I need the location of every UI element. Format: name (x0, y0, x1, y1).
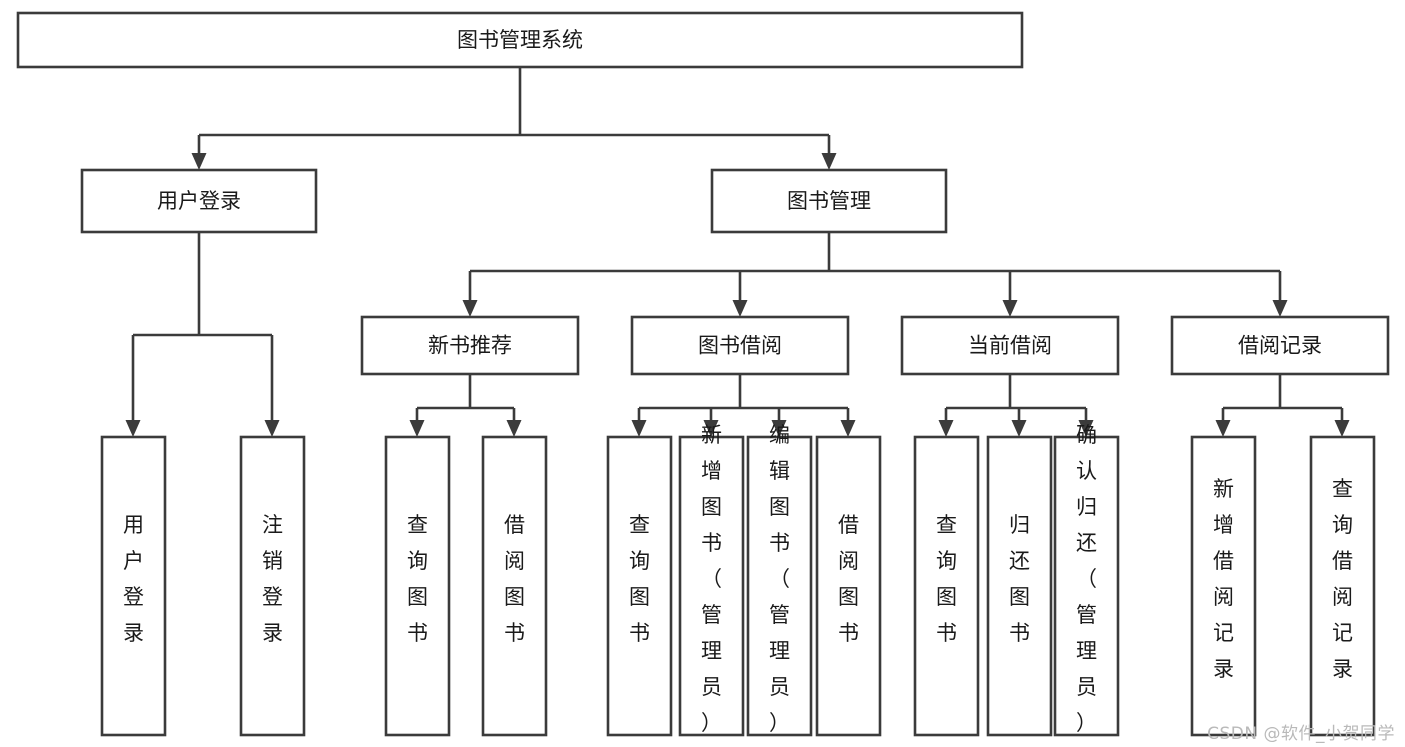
arrow-head-icon (462, 300, 478, 317)
arrow-head-icon (938, 420, 954, 437)
node-book-borrow[interactable]: 图书借阅 (630, 315, 850, 376)
node-leaf-confirm-return-box (1053, 435, 1120, 737)
arrow-head-icon (1002, 300, 1018, 317)
arrow-head-icon (732, 300, 748, 317)
node-root-root[interactable]: 图书管理系统 (16, 11, 1024, 69)
node-leaf-query-book-2-label: 查询图书 (629, 513, 650, 645)
node-root-root-box (16, 11, 1024, 69)
connector-current-to-leaves (938, 374, 1094, 437)
node-book-management-box (710, 168, 948, 234)
node-leaf-query-borrow-record-box (1309, 435, 1376, 737)
node-leaf-return-book-box (986, 435, 1053, 737)
node-leaf-edit-book-label: 编辑图书（管理员） (769, 423, 790, 735)
node-leaf-query-book-1-box (384, 435, 451, 737)
node-leaf-query-book-3-label: 查询图书 (936, 513, 957, 645)
node-leaf-user-logout[interactable]: 注销登录 (239, 435, 306, 737)
node-current-borrow-label: 当前借阅 (968, 334, 1052, 358)
node-leaf-query-book-1[interactable]: 查询图书 (384, 435, 451, 737)
node-leaf-user-login[interactable]: 用户登录 (100, 435, 167, 737)
node-leaf-query-book-2-box (606, 435, 673, 737)
node-root-root-label: 图书管理系统 (457, 28, 583, 52)
node-leaf-borrow-book-1[interactable]: 借阅图书 (481, 435, 548, 737)
node-leaf-borrow-book-1-label: 借阅图书 (504, 513, 525, 645)
arrow-head-icon (1078, 420, 1094, 437)
node-leaf-add-borrow-record[interactable]: 新增借阅记录 (1190, 435, 1257, 737)
node-leaf-edit-book[interactable]: 编辑图书（管理员） (746, 423, 813, 737)
node-new-book-recommend-box (360, 315, 580, 376)
node-leaf-add-borrow-record-box (1190, 435, 1257, 737)
node-leaf-query-borrow-record-label: 查询借阅记录 (1332, 477, 1353, 681)
node-leaf-borrow-book-1-box (481, 435, 548, 737)
node-leaf-add-book-box (678, 435, 745, 737)
connectors-layer (125, 67, 1350, 437)
node-leaf-add-book-label: 新增图书（管理员） (701, 423, 722, 735)
node-book-borrow-label: 图书借阅 (698, 334, 782, 358)
node-user-login-label: 用户登录 (157, 189, 241, 213)
node-leaf-add-book[interactable]: 新增图书（管理员） (678, 423, 745, 737)
connector-userlogin-to-leaves (125, 232, 280, 437)
connector-recommend-to-leaves (409, 374, 522, 437)
watermark-text: CSDN @软件_小贺同学 (1207, 724, 1395, 744)
node-leaf-confirm-return[interactable]: 确认归还（管理员） (1053, 423, 1120, 737)
connector-root-to-level2 (191, 67, 837, 170)
node-user-login-box (80, 168, 318, 234)
node-leaf-return-book[interactable]: 归还图书 (986, 435, 1053, 737)
arrow-head-icon (771, 420, 787, 437)
node-user-login[interactable]: 用户登录 (80, 168, 318, 234)
node-leaf-query-book-2[interactable]: 查询图书 (606, 435, 673, 737)
node-leaf-borrow-book-2[interactable]: 借阅图书 (815, 435, 882, 737)
node-book-borrow-box (630, 315, 850, 376)
arrow-head-icon (631, 420, 647, 437)
arrow-head-icon (1011, 420, 1027, 437)
arrow-head-icon (1272, 300, 1288, 317)
node-borrow-record-label: 借阅记录 (1238, 334, 1322, 358)
nodes-layer: 图书管理系统用户登录图书管理新书推荐图书借阅当前借阅借阅记录用户登录注销登录查询… (16, 11, 1390, 737)
node-leaf-borrow-book-2-box (815, 435, 882, 737)
arrow-head-icon (703, 420, 719, 437)
arrow-head-icon (264, 420, 280, 437)
arrow-head-icon (821, 153, 837, 170)
node-leaf-query-book-3-box (913, 435, 980, 737)
node-leaf-user-login-label: 用户登录 (123, 513, 144, 645)
arrow-head-icon (506, 420, 522, 437)
arrow-head-icon (840, 420, 856, 437)
node-leaf-confirm-return-label: 确认归还（管理员） (1076, 423, 1097, 735)
connector-borrow-to-leaves (631, 374, 856, 437)
arrow-head-icon (125, 420, 141, 437)
node-book-management-label: 图书管理 (787, 189, 871, 213)
node-new-book-recommend[interactable]: 新书推荐 (360, 315, 580, 376)
node-book-management[interactable]: 图书管理 (710, 168, 948, 234)
node-new-book-recommend-label: 新书推荐 (428, 334, 512, 358)
node-borrow-record[interactable]: 借阅记录 (1170, 315, 1390, 376)
node-leaf-borrow-book-2-label: 借阅图书 (838, 513, 859, 645)
arrow-head-icon (1334, 420, 1350, 437)
node-leaf-query-book-3[interactable]: 查询图书 (913, 435, 980, 737)
node-leaf-user-logout-label: 注销登录 (262, 513, 283, 645)
node-leaf-query-book-1-label: 查询图书 (407, 513, 428, 645)
node-current-borrow[interactable]: 当前借阅 (900, 315, 1120, 376)
node-leaf-add-borrow-record-label: 新增借阅记录 (1213, 477, 1234, 681)
node-leaf-user-login-box (100, 435, 167, 737)
arrow-head-icon (191, 153, 207, 170)
node-leaf-edit-book-box (746, 435, 813, 737)
arrow-head-icon (409, 420, 425, 437)
connector-record-to-leaves (1215, 374, 1350, 437)
node-leaf-query-borrow-record[interactable]: 查询借阅记录 (1309, 435, 1376, 737)
node-borrow-record-box (1170, 315, 1390, 376)
node-leaf-return-book-label: 归还图书 (1009, 513, 1030, 645)
node-leaf-user-logout-box (239, 435, 306, 737)
connector-bookmgmt-to-level3 (462, 232, 1288, 317)
arrow-head-icon (1215, 420, 1231, 437)
node-current-borrow-box (900, 315, 1120, 376)
